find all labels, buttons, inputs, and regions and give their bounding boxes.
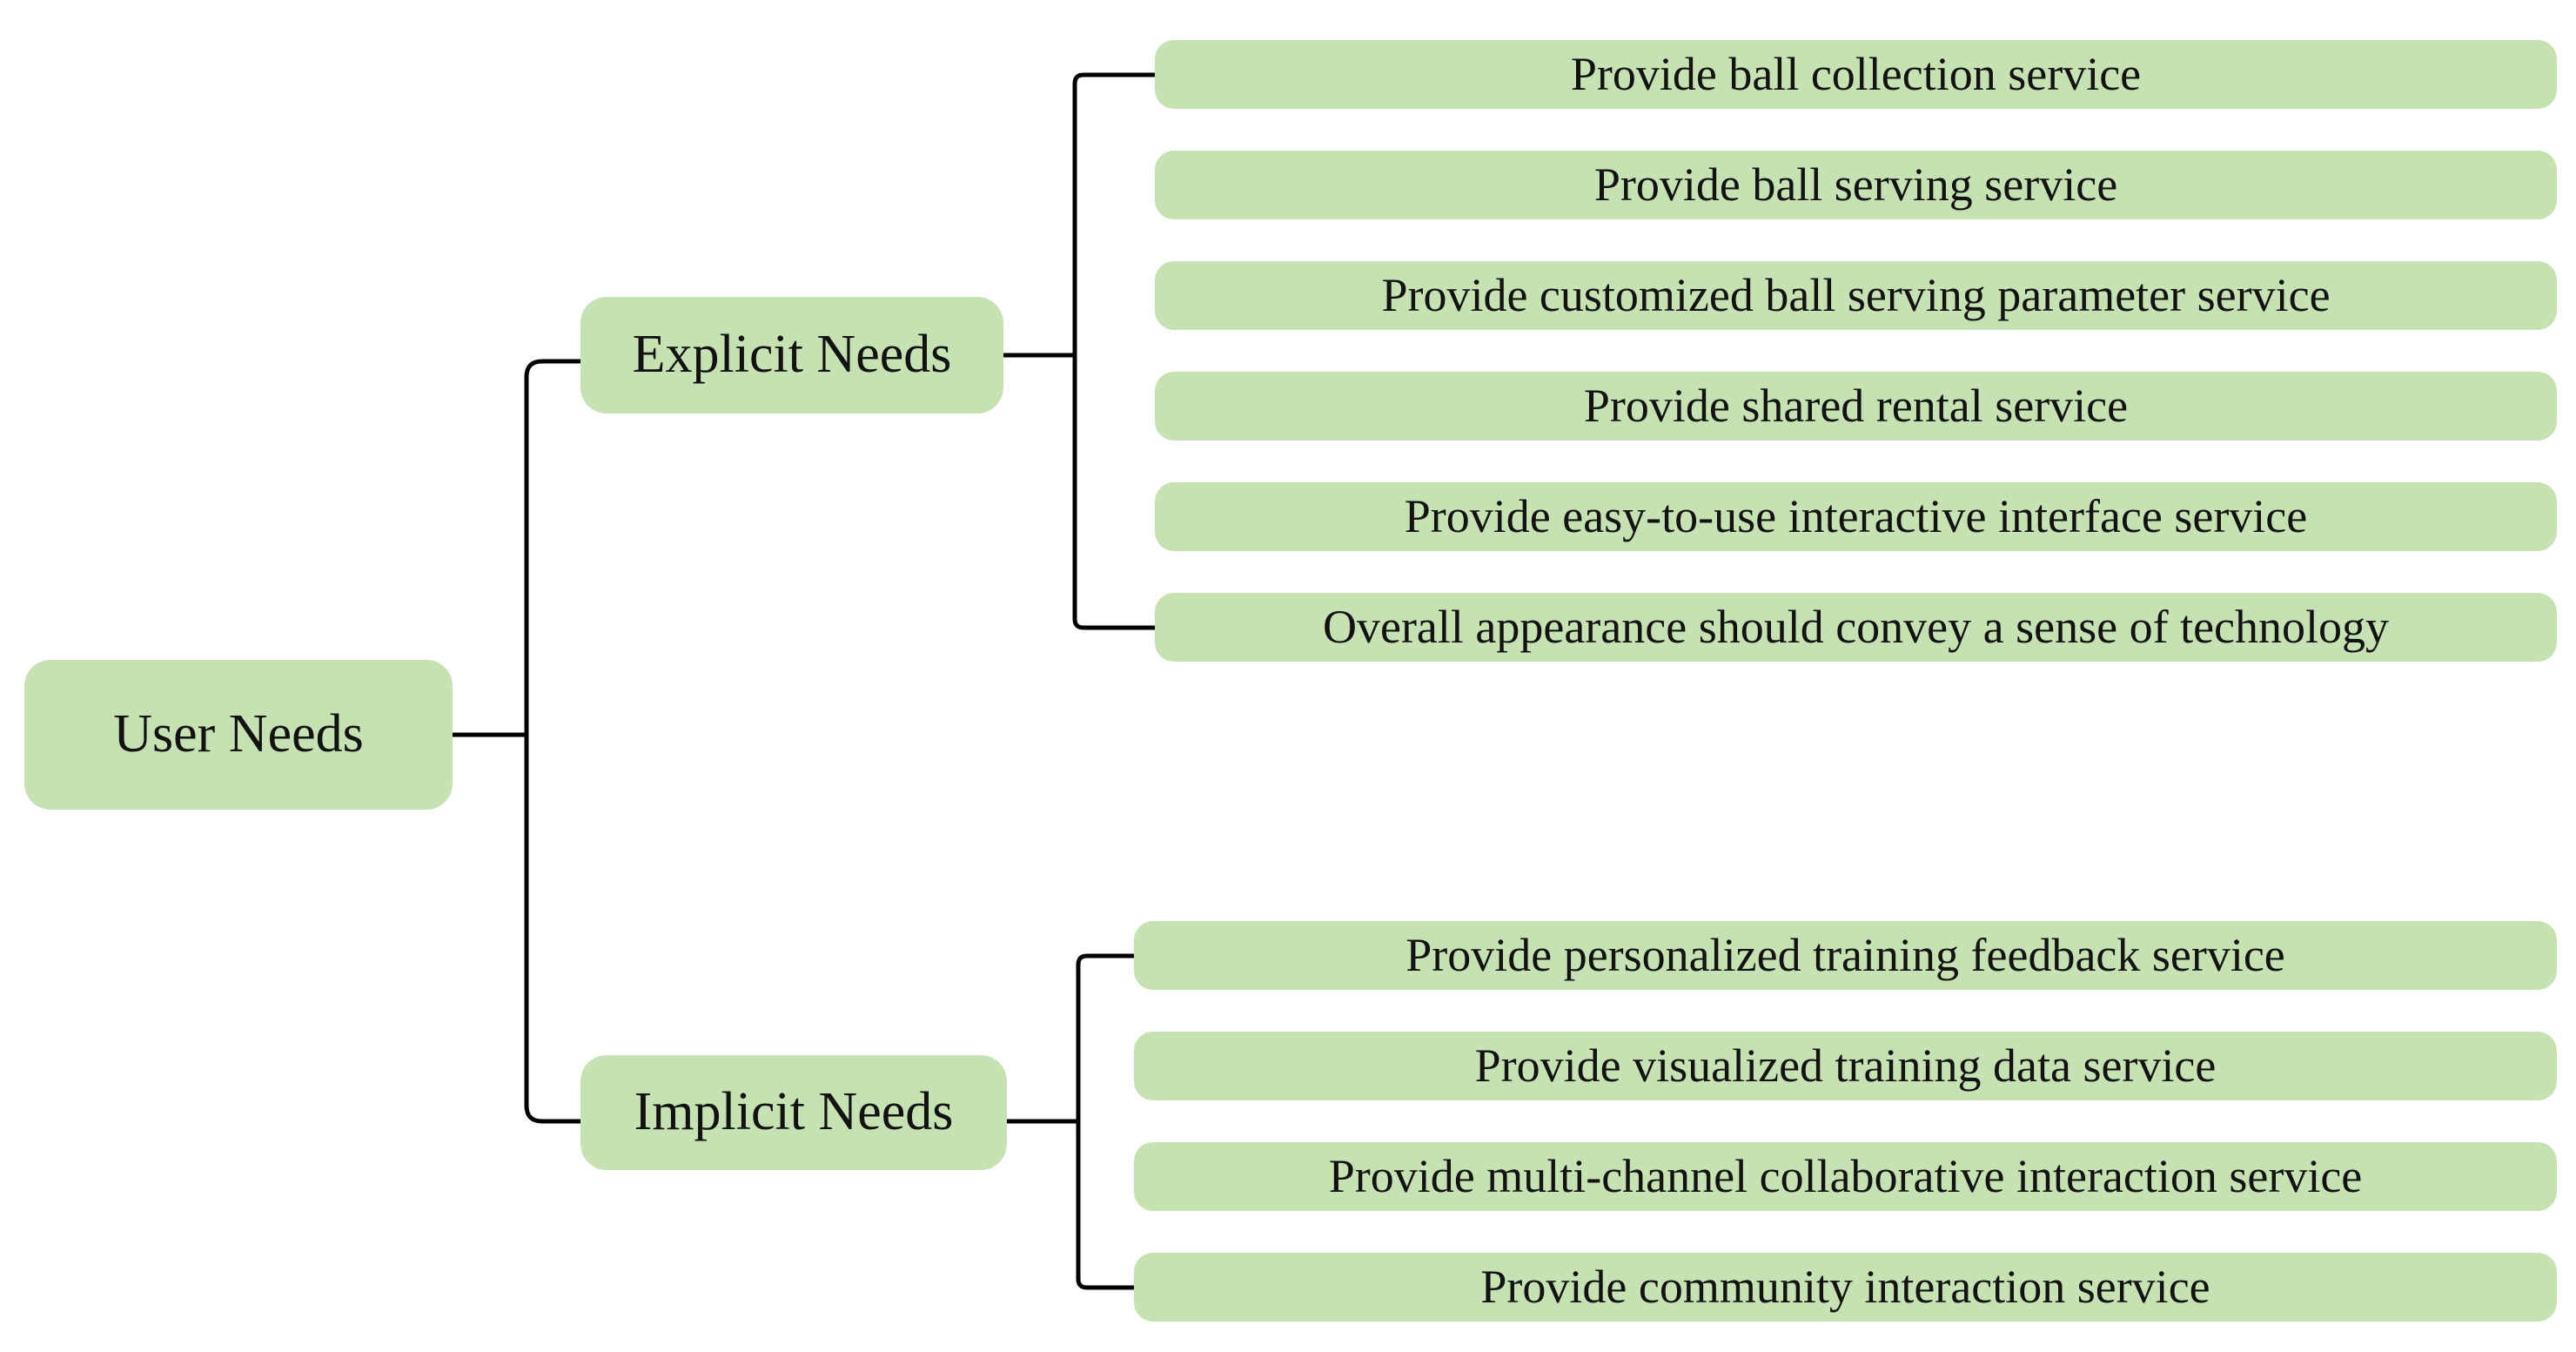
- connector-implicit-bus: [1076, 953, 1134, 1290]
- connector-explicit-bus: [1072, 72, 1155, 630]
- branch-node-implicit-needs: Implicit Needs: [580, 1055, 1007, 1170]
- leaf-node-implicit-4: Provide community interaction service: [1134, 1253, 2557, 1322]
- leaf-node-implicit-2: Provide visualized training data service: [1134, 1032, 2557, 1100]
- leaf-node-explicit-3: Provide customized ball serving paramete…: [1155, 261, 2557, 330]
- connector-root-branches: [524, 359, 580, 1124]
- branch-node-explicit-needs: Explicit Needs: [580, 297, 1003, 414]
- leaf-node-explicit-6: Overall appearance should convey a sense…: [1155, 593, 2557, 662]
- leaf-node-explicit-4: Provide shared rental service: [1155, 372, 2557, 441]
- leaf-node-explicit-5: Provide easy-to-use interactive interfac…: [1155, 482, 2557, 551]
- leaf-node-implicit-1: Provide personalized training feedback s…: [1134, 921, 2557, 990]
- root-node-user-needs: User Needs: [24, 660, 453, 810]
- leaf-node-explicit-1: Provide ball collection service: [1155, 40, 2557, 109]
- leaf-node-explicit-2: Provide ball serving service: [1155, 151, 2557, 219]
- leaf-node-implicit-3: Provide multi-channel collaborative inte…: [1134, 1142, 2557, 1211]
